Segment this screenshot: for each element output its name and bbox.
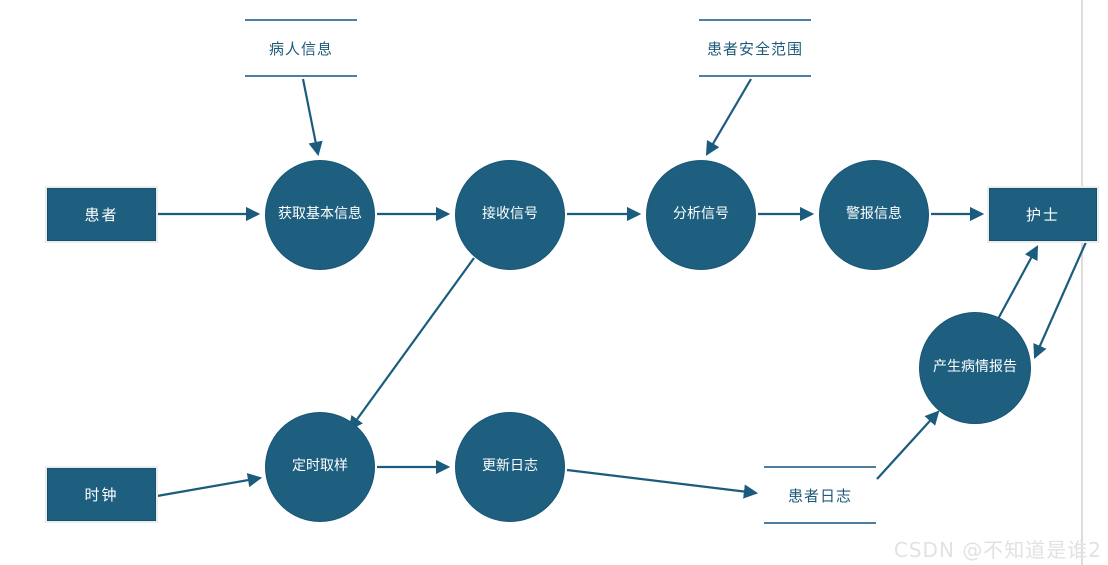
process-label: 定时取样: [292, 458, 348, 475]
flow-clock-to-timed-sampling: [156, 473, 263, 498]
flow-patient-log-to-generate-report: [876, 410, 940, 480]
process-update-log: 更新日志: [455, 412, 565, 522]
process-label: 接收信号: [482, 206, 538, 223]
csdn-watermark: CSDN @不知道是谁2: [893, 538, 1102, 562]
process-timed-sampling: 定时取样: [265, 412, 375, 522]
process-label: 产生病情报告: [933, 359, 1017, 376]
process-label: 分析信号: [673, 206, 729, 223]
process-label: 更新日志: [482, 458, 538, 475]
datastore-label: 病人信息: [268, 39, 333, 58]
process-analyze-signal: 分析信号: [646, 160, 756, 270]
process-generate-report: 产生病情报告: [919, 312, 1031, 424]
datastore-label: 患者安全范围: [706, 39, 803, 58]
flow-update-log-to-patient-log: [566, 468, 759, 499]
flow-receive-signal-to-timed-sampling: [348, 257, 475, 431]
datastore-patient-log: 患者日志: [764, 466, 876, 524]
entity-label: 患者: [84, 206, 119, 224]
flow-generate-report-to-nurse: [997, 245, 1039, 320]
flow-patient-info-to-get-basic-info: [301, 78, 323, 157]
entity-clock: 时钟: [47, 468, 156, 521]
entity-nurse: 护士: [989, 188, 1097, 241]
flow-patient-safety-range-to-analyze-signal: [705, 78, 752, 156]
process-alarm-info: 警报信息: [819, 160, 929, 270]
process-get-basic-info: 获取基本信息: [265, 160, 375, 270]
datastore-patient-safety-range: 患者安全范围: [699, 19, 811, 77]
process-receive-signal: 接收信号: [455, 160, 565, 270]
process-label: 警报信息: [846, 206, 902, 223]
entity-label: 时钟: [84, 486, 119, 504]
datastore-patient-info: 病人信息: [245, 19, 357, 77]
entity-label: 护士: [1025, 206, 1060, 224]
page-boundary-line: [1081, 0, 1083, 565]
flow-nurse-to-generate-report: [1033, 241, 1088, 359]
process-label: 获取基本信息: [278, 206, 362, 223]
entity-patient: 患者: [47, 188, 156, 241]
datastore-label: 患者日志: [787, 486, 852, 505]
